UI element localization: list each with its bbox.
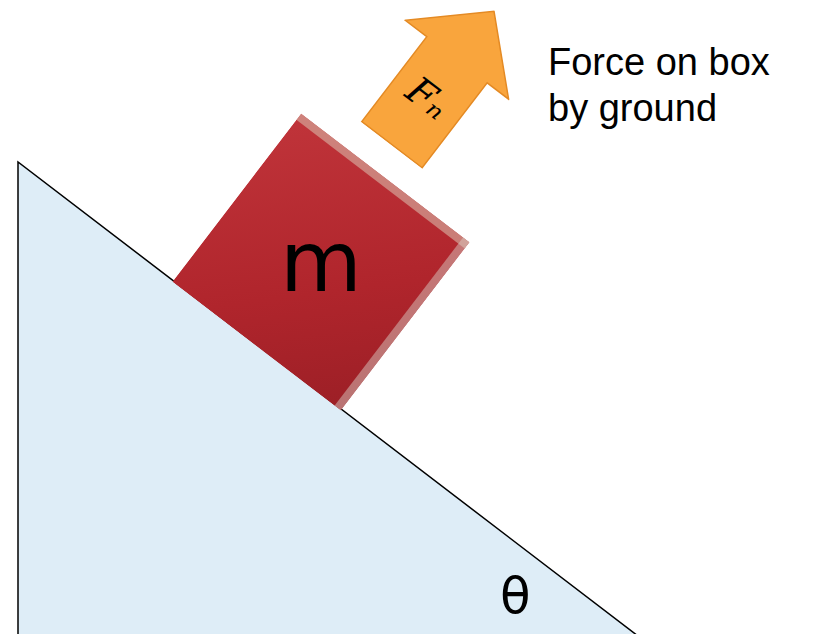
force-caption: Force on box by ground <box>548 40 803 131</box>
force-label: Fₙ <box>400 70 456 126</box>
arrow-body <box>340 0 545 184</box>
mass-label: m <box>280 220 362 304</box>
angle-label: θ <box>500 566 560 626</box>
force-arrow: Fₙ <box>339 0 547 186</box>
